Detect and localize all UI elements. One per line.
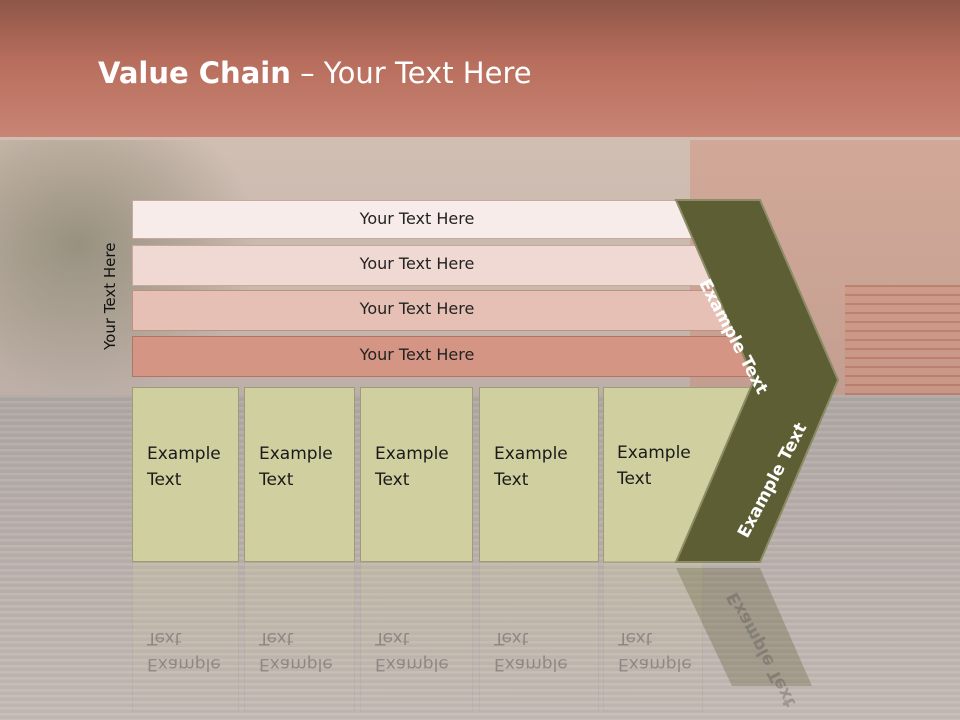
slide-title: Value Chain – Your Text Here (98, 56, 532, 90)
row-label: Your Text Here (359, 299, 475, 318)
row-label: Your Text Here (359, 345, 475, 364)
side-label: Your Text Here (101, 242, 119, 350)
title-rest: – Your Text Here (290, 56, 532, 90)
margin-arrow (674, 199, 840, 563)
row-label: Your Text Here (359, 254, 475, 273)
support-row-2: Your Text Here (132, 245, 722, 286)
title-bold: Value Chain (98, 56, 291, 90)
support-row-1: Your Text Here (132, 200, 702, 239)
support-row-3: Your Text Here (132, 290, 744, 331)
brick-wall (845, 285, 960, 395)
row-label: Your Text Here (359, 209, 475, 228)
title-bar: Value Chain – Your Text Here (0, 0, 960, 137)
margin-arrow-reflection (676, 568, 812, 686)
support-row-4: Your Text Here (132, 336, 766, 377)
